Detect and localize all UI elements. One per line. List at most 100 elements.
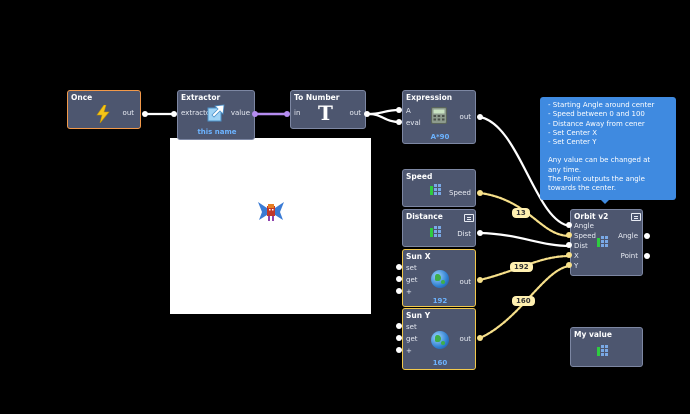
sun-y-out-port[interactable] bbox=[477, 335, 483, 341]
port-label-eval: eval bbox=[406, 119, 421, 127]
wire-value-sun-x: 192 bbox=[510, 262, 533, 272]
sun-x-get-port[interactable] bbox=[396, 276, 402, 282]
port-label-plus: + bbox=[406, 347, 412, 355]
port-label-angle: Angle bbox=[574, 222, 594, 230]
node-to-number[interactable]: To Number in T out bbox=[290, 90, 366, 129]
port-label-out: out bbox=[459, 278, 471, 286]
once-out-port[interactable] bbox=[142, 111, 148, 117]
port-label-extractor: extractor bbox=[181, 109, 213, 117]
sun-y-plus-port[interactable] bbox=[396, 347, 402, 353]
tooltip-line: Any value can be changed at bbox=[548, 156, 651, 165]
comment-icon[interactable] bbox=[631, 213, 641, 221]
port-label-set: set bbox=[406, 323, 417, 331]
port-label-plus: + bbox=[406, 288, 412, 296]
expression-value: A*90 bbox=[430, 133, 450, 141]
speed-out-port[interactable] bbox=[477, 190, 483, 196]
port-label-x: X bbox=[574, 252, 579, 260]
node-expression[interactable]: Expression A eval out A*90 bbox=[402, 90, 476, 144]
node-sun-x[interactable]: Sun X set get + out 192 bbox=[402, 249, 476, 307]
tonumber-out-port[interactable] bbox=[364, 111, 370, 117]
tooltip-line: - Speed between 0 and 100 bbox=[548, 110, 645, 119]
node-extractor[interactable]: Extractor extractor value this name bbox=[177, 90, 255, 140]
node-my-value[interactable]: My value bbox=[570, 327, 643, 367]
node-title: Speed bbox=[406, 172, 433, 181]
port-label-dist: Dist bbox=[574, 242, 588, 250]
node-title: Sun Y bbox=[406, 311, 431, 320]
tooltip-pointer bbox=[600, 199, 610, 204]
sun-y-get-port[interactable] bbox=[396, 335, 402, 341]
node-title: My value bbox=[574, 330, 612, 339]
sun-x-set-port[interactable] bbox=[396, 264, 402, 270]
node-title: Extractor bbox=[181, 93, 221, 102]
port-label-set: set bbox=[406, 264, 417, 272]
tooltip-line: - Starting Angle around center bbox=[548, 101, 655, 109]
number-icon bbox=[597, 345, 608, 356]
port-label-out: out bbox=[349, 109, 361, 117]
extractor-value: this name bbox=[197, 128, 237, 136]
calculator-icon bbox=[431, 107, 447, 124]
orbit-angle-in-port[interactable] bbox=[566, 222, 572, 228]
distance-out-port[interactable] bbox=[477, 230, 483, 236]
port-label-value: value bbox=[230, 109, 250, 117]
character-sprite[interactable] bbox=[256, 198, 286, 228]
expression-eval-port[interactable] bbox=[396, 119, 402, 125]
port-label-angle-out: Angle bbox=[618, 232, 638, 240]
orbit-y-in-port[interactable] bbox=[566, 262, 572, 268]
orbit-dist-in-port[interactable] bbox=[566, 242, 572, 248]
tonumber-in-port[interactable] bbox=[284, 111, 290, 117]
sun-x-out-port[interactable] bbox=[477, 277, 483, 283]
node-sun-y[interactable]: Sun Y set get + out 160 bbox=[402, 308, 476, 370]
sun-y-value: 160 bbox=[432, 359, 448, 367]
orbit-tooltip: - Starting Angle around center - Speed b… bbox=[540, 97, 676, 200]
node-title: Sun X bbox=[406, 252, 431, 261]
port-label-y: Y bbox=[574, 262, 579, 270]
expression-a-port[interactable] bbox=[396, 107, 402, 113]
number-icon bbox=[597, 236, 608, 247]
text-t-icon: T bbox=[318, 101, 333, 125]
orbit-speed-in-port[interactable] bbox=[566, 232, 572, 238]
node-orbit-v2[interactable]: Orbit v2 Angle Speed Dist X Y Angle Poin… bbox=[570, 209, 643, 276]
port-label-point: Point bbox=[620, 252, 638, 260]
port-label-out: out bbox=[459, 335, 471, 343]
sun-y-set-port[interactable] bbox=[396, 323, 402, 329]
node-once[interactable]: Once out bbox=[67, 90, 141, 129]
orbit-x-in-port[interactable] bbox=[566, 252, 572, 258]
port-label-speed: Speed bbox=[449, 189, 471, 197]
node-title: Distance bbox=[406, 212, 443, 221]
wire-speed-orbit bbox=[478, 191, 572, 238]
port-label-get: get bbox=[406, 276, 418, 284]
node-title: Expression bbox=[406, 93, 453, 102]
orbit-angle-out-port[interactable] bbox=[644, 233, 650, 239]
node-distance[interactable]: Distance Dist bbox=[402, 209, 476, 247]
stage-canvas[interactable] bbox=[170, 138, 371, 314]
port-label-get: get bbox=[406, 335, 418, 343]
orbit-point-out-port[interactable] bbox=[644, 253, 650, 259]
number-icon bbox=[430, 184, 441, 195]
port-label-out: out bbox=[459, 113, 471, 121]
extractor-in-port[interactable] bbox=[171, 111, 177, 117]
tooltip-line: - Distance Away from cener bbox=[548, 119, 645, 128]
tooltip-line: - Set Center X bbox=[548, 128, 598, 137]
number-icon bbox=[430, 226, 441, 237]
globe-icon bbox=[431, 331, 449, 349]
tooltip-line bbox=[548, 147, 668, 156]
comment-icon[interactable] bbox=[464, 214, 474, 222]
expression-out-port[interactable] bbox=[477, 114, 483, 120]
extractor-out-port[interactable] bbox=[252, 111, 258, 117]
sun-x-plus-port[interactable] bbox=[396, 288, 402, 294]
arrow-out-icon bbox=[207, 104, 225, 122]
port-label-speed: Speed bbox=[574, 232, 596, 240]
tooltip-line: - Set Center Y bbox=[548, 138, 597, 147]
wire-value-speed: 13 bbox=[512, 208, 530, 218]
port-label-out: out bbox=[122, 109, 134, 117]
globe-icon bbox=[431, 270, 449, 288]
wire-tonumber-expression-eval bbox=[367, 112, 401, 124]
lightning-icon bbox=[96, 105, 110, 123]
wire-expression-orbit-angle bbox=[478, 115, 572, 228]
node-title: To Number bbox=[294, 93, 340, 102]
wire-distance-orbit bbox=[478, 231, 572, 248]
tooltip-line: The Point outputs the angle bbox=[548, 175, 645, 184]
tooltip-line: towards the center. bbox=[548, 184, 616, 193]
node-speed[interactable]: Speed Speed bbox=[402, 169, 476, 207]
